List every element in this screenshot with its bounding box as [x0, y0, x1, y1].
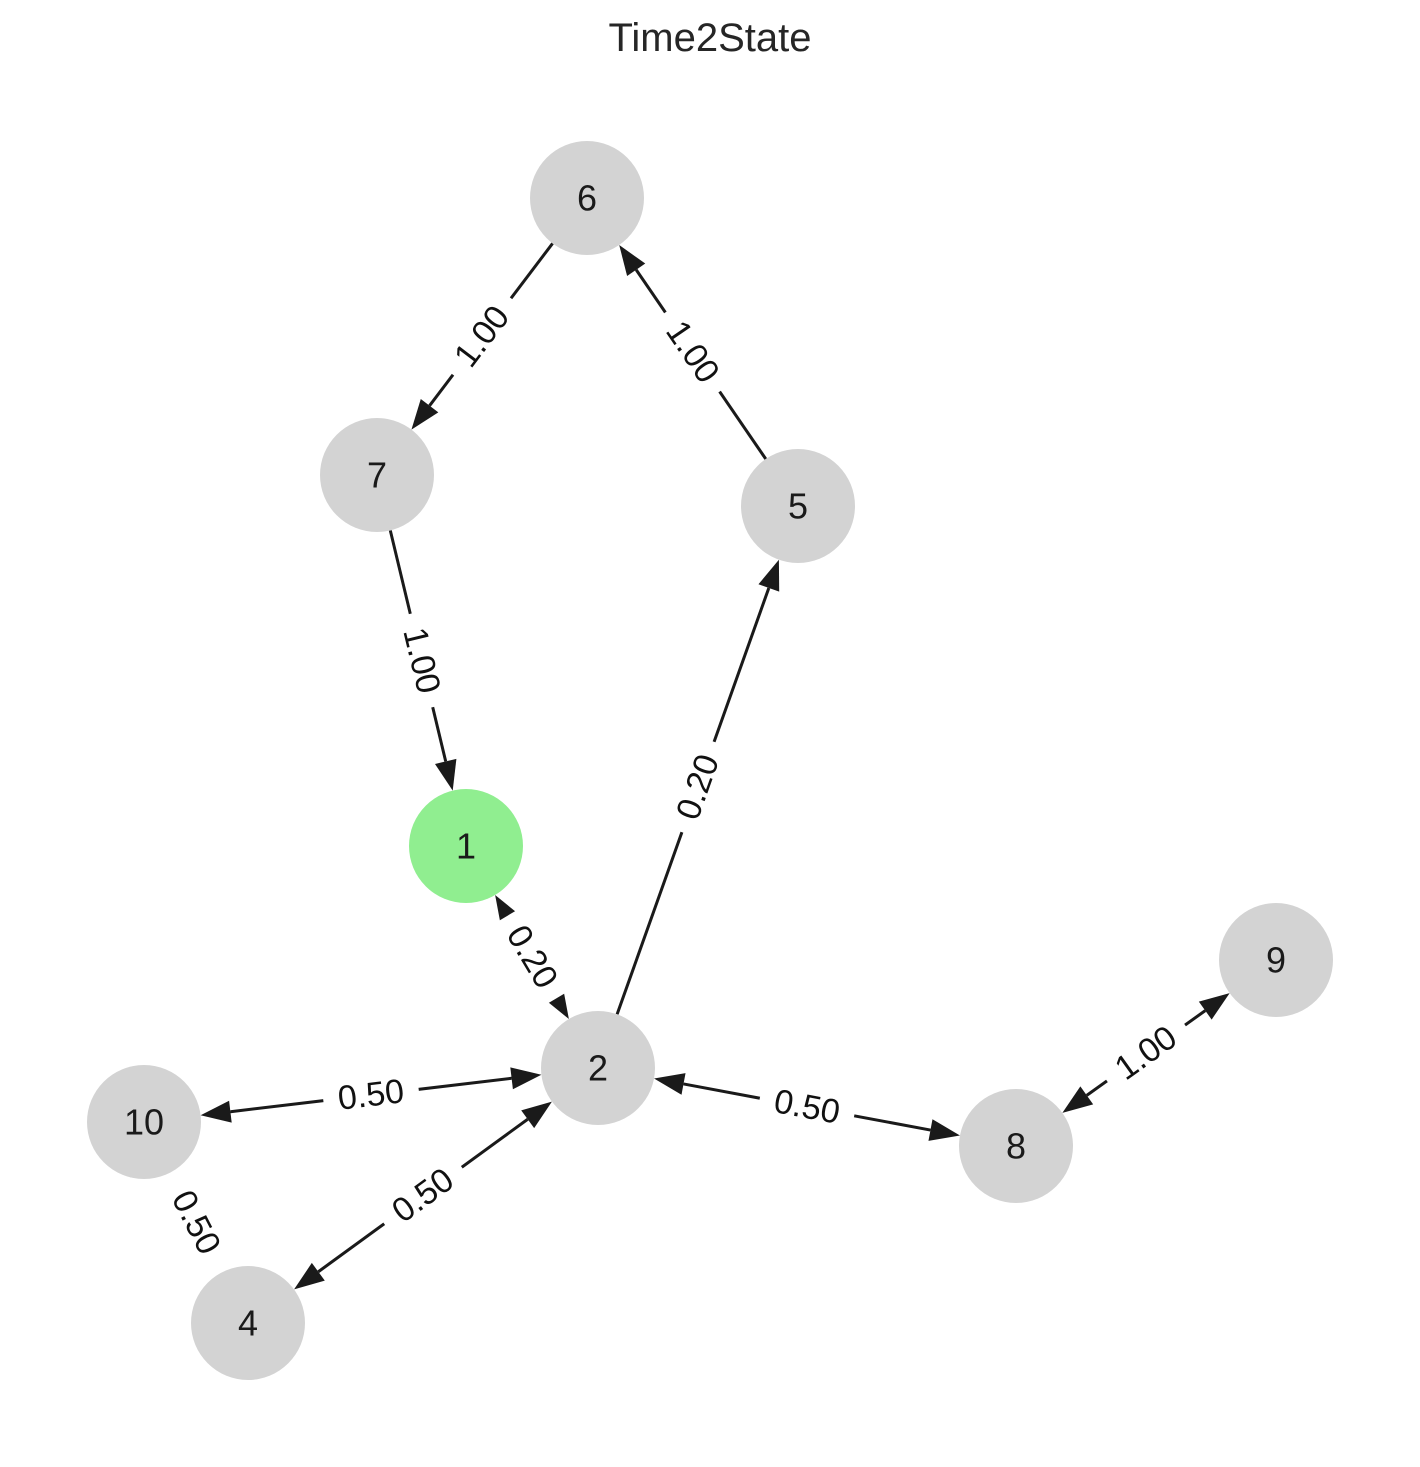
node-label: 1: [456, 826, 476, 867]
edge-label-background: [1092, 1005, 1200, 1101]
node-circle: [409, 789, 523, 903]
edge-label-background: [320, 1065, 422, 1125]
node-2: 2: [541, 1011, 655, 1125]
edge-label-group: 1.00: [1092, 1005, 1200, 1101]
edge-label-group: 0.20: [659, 733, 737, 841]
edge-label-group: 0.50: [370, 1147, 476, 1244]
arrow-head: [510, 1067, 542, 1090]
node-circle: [1219, 903, 1333, 1017]
arrow-head: [521, 1101, 552, 1129]
node-9: 9: [1219, 903, 1333, 1017]
node-label: 7: [367, 455, 387, 496]
edge-label-group: 0.50: [755, 1074, 859, 1140]
arrow-head: [758, 559, 780, 592]
edge-label-group: 1.00: [386, 608, 457, 713]
edge-label-background: [486, 903, 578, 1011]
edge-label-background: [386, 608, 457, 713]
edge-label-background: [755, 1074, 859, 1140]
edge-8-9: 1.00: [1062, 993, 1230, 1113]
node-circle: [741, 449, 855, 563]
node-label: 9: [1266, 940, 1286, 981]
node-4: 4: [191, 1266, 305, 1380]
nodes-layer: 1 2 4 5 6 7 8 9 10: [87, 141, 1333, 1380]
edge-7-1: 1.00: [386, 530, 457, 791]
edge-label-background: [370, 1147, 476, 1244]
node-label: 10: [124, 1102, 164, 1143]
node-7: 7: [320, 418, 434, 532]
node-label: 8: [1006, 1126, 1026, 1167]
node-label: 4: [238, 1303, 258, 1344]
node-6: 6: [530, 141, 644, 255]
arrow-head: [928, 1119, 960, 1141]
edge-label-group: 0.50: [152, 1168, 240, 1277]
arrow-head: [1062, 1086, 1094, 1113]
edge-label-group: 1.00: [645, 298, 740, 406]
node-circle: [320, 418, 434, 532]
edge-1-2: 0.20: [486, 894, 578, 1020]
arrow-head: [654, 1073, 686, 1095]
node-circle: [191, 1266, 305, 1380]
edge-4-2: 0.50: [294, 1101, 552, 1290]
edge-label: 0.50: [336, 1072, 406, 1118]
node-1: 1: [409, 789, 523, 903]
edge-10-4: 0.50: [152, 1168, 240, 1277]
node-circle: [530, 141, 644, 255]
edge-label-background: [152, 1168, 240, 1277]
edge-label-background: [433, 283, 531, 390]
edge-label-background: [659, 733, 737, 841]
arrow-head: [1198, 993, 1230, 1020]
node-8: 8: [959, 1089, 1073, 1203]
arrow-head: [294, 1262, 325, 1290]
node-5: 5: [741, 449, 855, 563]
edge-6-7: 1.00: [411, 242, 554, 430]
arrow-head: [619, 245, 646, 276]
node-label: 2: [588, 1048, 608, 1089]
edge-label-background: [645, 298, 740, 406]
edge-10-2: 0.50: [200, 1065, 542, 1125]
node-label: 5: [788, 486, 808, 527]
node-circle: [959, 1089, 1073, 1203]
edge-5-6: 1.00: [619, 245, 768, 460]
node-circle: [541, 1011, 655, 1125]
arrow-head: [435, 758, 457, 791]
diagram-title: Time2State: [608, 16, 812, 60]
edge-2-8: 0.50: [654, 1073, 960, 1141]
edge-label-group: 1.00: [433, 283, 531, 390]
arrow-head: [200, 1100, 232, 1123]
arrow-head: [411, 399, 439, 430]
edge-2-5: 0.20: [615, 559, 780, 1015]
node-circle: [87, 1065, 201, 1179]
node-10: 10: [87, 1065, 201, 1179]
node-label: 6: [577, 178, 597, 219]
edge-label-group: 0.50: [320, 1065, 422, 1125]
